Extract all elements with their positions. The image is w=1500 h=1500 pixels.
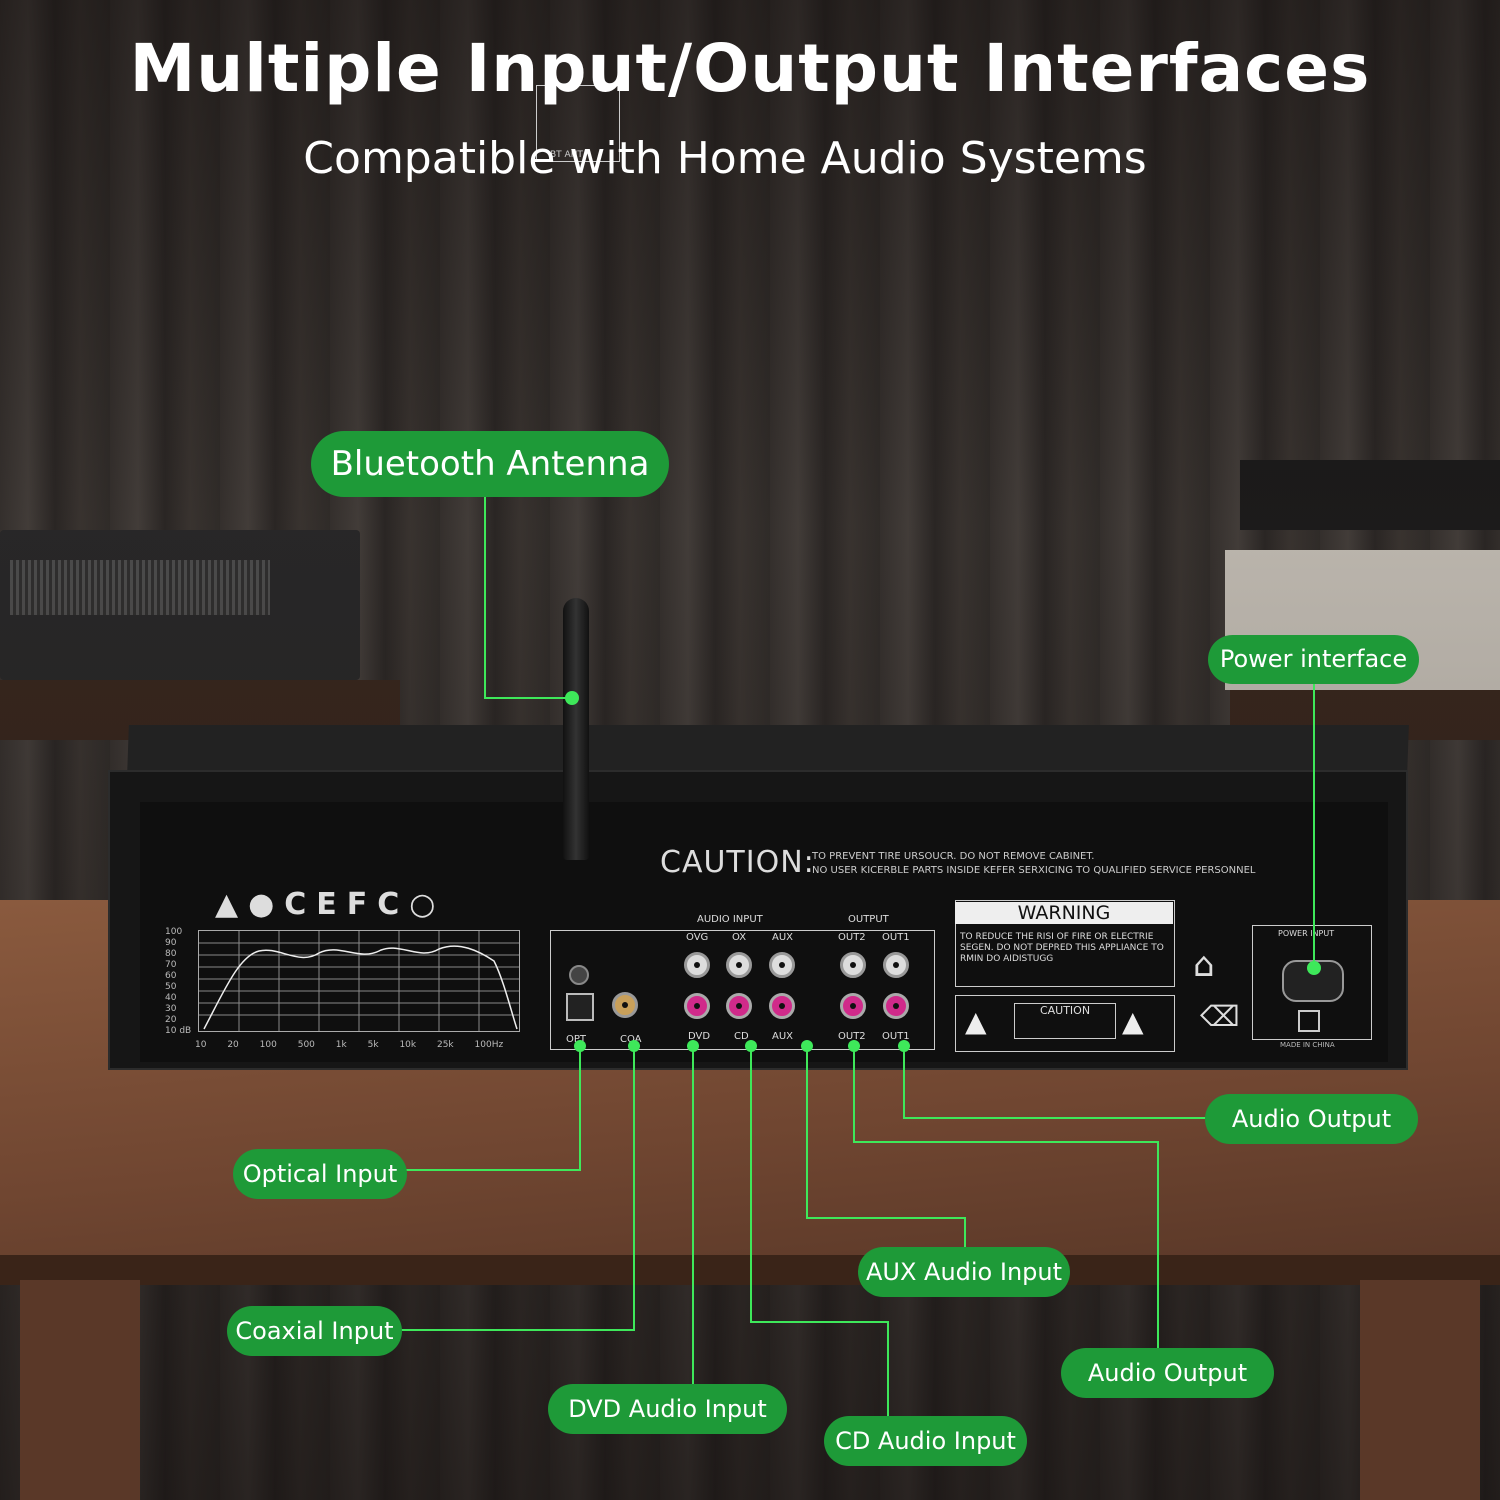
opt-label: OPT (566, 1034, 587, 1045)
rca-jack-white-cd[interactable] (726, 952, 752, 978)
jack-label-top: OUT2 (838, 932, 866, 943)
jack-label-bottom: DVD (688, 1031, 711, 1042)
double-insulation-icon (1298, 1010, 1320, 1032)
jack-label-bottom: CD (734, 1031, 749, 1042)
frequency-response-graph (198, 930, 520, 1032)
rear-panel (140, 802, 1388, 1062)
fc-mark-icon: FC (346, 887, 410, 922)
jack-label-top: OX (732, 932, 747, 943)
warning-triangle-icon: ▲ (1122, 1005, 1144, 1038)
x-tick: 100Hz (474, 1040, 504, 1050)
jack-label-top: AUX (772, 932, 794, 943)
bluetooth-antenna (563, 598, 589, 860)
x-tick: 20 (227, 1040, 239, 1050)
callout-audio-output-1: Audio Output (1205, 1094, 1418, 1144)
rca-jack-red-cd[interactable] (726, 993, 752, 1019)
caution-line-1: TO PREVENT TIRE URSOUCR. DO NOT REMOVE C… (812, 851, 1095, 862)
y-tick: 50 (165, 982, 177, 992)
power-input-box (1252, 925, 1372, 1040)
jack-label-bottom: OUT1 (882, 1031, 910, 1042)
bt-ant-box (536, 85, 620, 162)
callout-coaxial-input: Coaxial Input (227, 1306, 402, 1356)
warning-body: TO REDUCE THE RISI OF FIRE OR ELECTRIE S… (960, 932, 1164, 964)
rca-jack-red-out1[interactable] (883, 993, 909, 1019)
page-subtitle: Compatible with Home Audio Systems (303, 133, 1147, 184)
rca-jack-red-dvd[interactable] (684, 993, 710, 1019)
x-tick: 10 (195, 1040, 207, 1050)
x-tick: 25k (436, 1040, 454, 1050)
callout-optical-input: Optical Input (233, 1149, 407, 1199)
ccc-mark-icon: ○ (409, 887, 446, 922)
x-tick: 500 (297, 1040, 315, 1050)
table-leg-left (20, 1280, 140, 1500)
x-tick: 10k (399, 1040, 417, 1050)
y-tick: 90 (165, 938, 177, 948)
cert-icon-2: ● (248, 887, 285, 922)
house-icon: ⌂ (1193, 945, 1215, 985)
certification-logos: ▲●CEFC○ (215, 887, 445, 922)
coaxial-port[interactable] (612, 992, 638, 1018)
rca-jack-white-out1[interactable] (883, 952, 909, 978)
ce-mark-icon: CE (284, 887, 347, 922)
high-voltage-icon: ▲ (965, 1005, 987, 1038)
warning-box (955, 900, 1175, 987)
y-tick: 30 (165, 1004, 177, 1014)
caution-small-label: CAUTION (1014, 1003, 1116, 1039)
y-tick: 100 (165, 927, 183, 937)
coa-label: COA (620, 1034, 642, 1045)
bt-ant-label: BT ANT (550, 150, 583, 160)
callout-aux-audio-input: AUX Audio Input (858, 1247, 1070, 1297)
x-tick: 1k (335, 1040, 347, 1050)
x-tick: 5k (367, 1040, 379, 1050)
ground-screw (569, 965, 589, 985)
y-tick: 60 (165, 971, 177, 981)
io-section (550, 930, 935, 1050)
power-socket[interactable] (1282, 960, 1344, 1002)
callout-cd-audio-input: CD Audio Input (824, 1416, 1027, 1466)
callout-dvd-audio-input: DVD Audio Input (548, 1384, 787, 1434)
audio-input-header: AUDIO INPUT (697, 914, 763, 925)
amplifier (108, 725, 1409, 1070)
graph-y-axis: 100 90 80 70 60 50 40 30 20 10 dB (165, 927, 191, 1037)
rca-jack-red-out2[interactable] (840, 993, 866, 1019)
recycle-bin-icon: ⌫ (1200, 1000, 1240, 1033)
y-tick: 70 (165, 960, 177, 970)
y-tick: 80 (165, 949, 177, 959)
y-tick: 40 (165, 993, 177, 1003)
rca-jack-white-aux[interactable] (769, 952, 795, 978)
amplifier-body (108, 770, 1408, 1070)
output-header: OUTPUT (848, 914, 889, 925)
warning-title: WARNING (955, 902, 1173, 924)
made-in-label: MADE IN CHINA (1280, 1041, 1335, 1049)
power-input-label: POWER INPUT (1278, 929, 1335, 938)
optical-port[interactable] (566, 993, 594, 1021)
table-leg-right (1360, 1280, 1480, 1500)
rca-jack-white-out2[interactable] (840, 952, 866, 978)
amplifier-top (127, 725, 1409, 775)
rca-jack-white-dvd[interactable] (684, 952, 710, 978)
rca-jack-red-aux[interactable] (769, 993, 795, 1019)
callout-bluetooth-antenna: Bluetooth Antenna (311, 431, 669, 497)
page-title: Multiple Input/Output Interfaces (129, 30, 1371, 107)
x-tick: 100 (259, 1040, 277, 1050)
caution-text: TO PREVENT TIRE URSOUCR. DO NOT REMOVE C… (812, 850, 1255, 878)
graph-x-axis: 10 20 100 500 1k 5k 10k 25k 100Hz (195, 1040, 503, 1050)
caution-heading: CAUTION: (660, 845, 815, 880)
cert-icon-1: ▲ (215, 887, 249, 922)
y-tick: 20 (165, 1015, 177, 1025)
jack-label-top: OUT1 (882, 932, 910, 943)
jack-label-bottom: AUX (772, 1031, 794, 1042)
callout-audio-output-2: Audio Output (1061, 1348, 1274, 1398)
response-curve (203, 945, 518, 1030)
callout-power-interface: Power interface (1208, 635, 1419, 684)
jack-label-top: OVG (686, 932, 709, 943)
y-tick: 10 dB (165, 1026, 192, 1036)
table-edge (0, 1255, 1500, 1285)
jack-label-bottom: OUT2 (838, 1031, 866, 1042)
caution-line-2: NO USER KICERBLE PARTS INSIDE KEFER SERX… (812, 865, 1256, 876)
